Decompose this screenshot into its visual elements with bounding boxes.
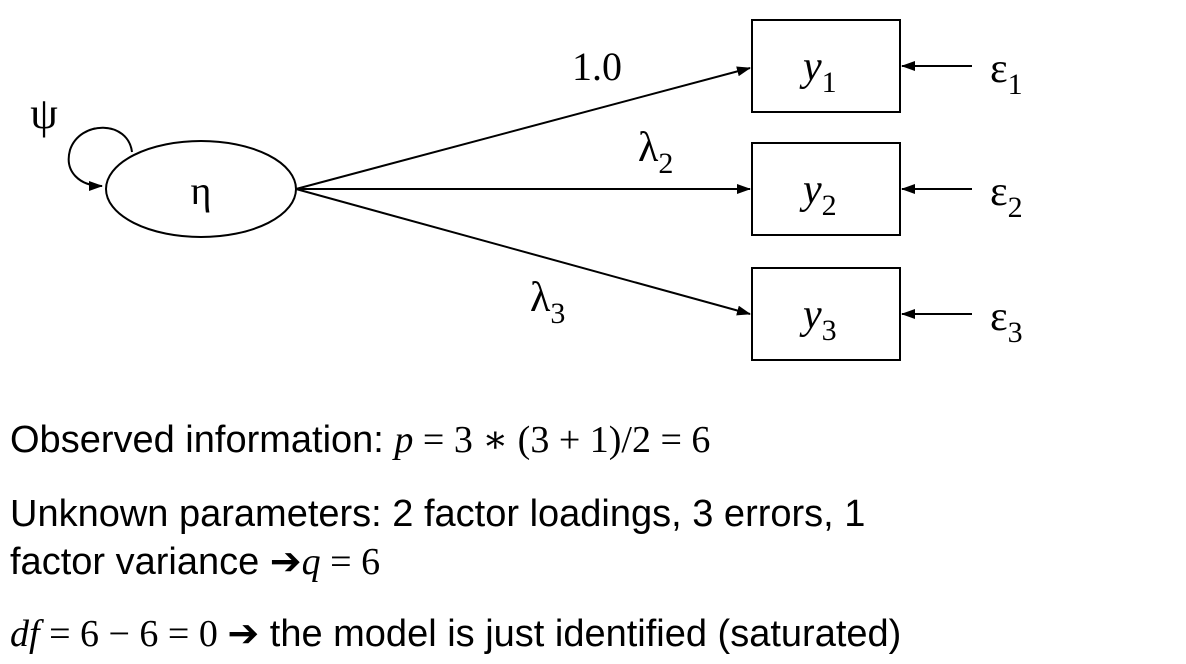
indicator-label-y2: y2 [799, 167, 837, 222]
loading-label-2: λ2 [638, 125, 673, 180]
variance-label: ψ [30, 89, 58, 138]
observed-information-line: Observed information: p = 3 ∗ (3 + 1)/2 … [10, 420, 710, 460]
indicator-box-y1 [751, 19, 901, 113]
loading-label-3: λ3 [530, 275, 565, 330]
indicator-box-y2 [751, 142, 901, 236]
indicator-label-y3: y3 [799, 292, 837, 347]
latent-factor-label: η [191, 168, 212, 213]
error-label-2: ε2 [990, 169, 1023, 224]
indicator-label-y1: y1 [799, 44, 837, 99]
path-diagram: η ψ 1.0 λ2 λ3 y1 y2 y3 ε1 ε2 ε3 [30, 19, 1023, 361]
factor-variance-label: factor variance [10, 541, 270, 583]
observed-information-label: Observed information: [10, 419, 395, 461]
indicator-box-y3 [751, 267, 901, 361]
observed-p-symbol: p [394, 419, 414, 461]
factor-variance-line: factor variance ➔q = 6 [10, 542, 380, 582]
arrow-icon: ➔ [227, 613, 260, 655]
unknown-parameters-line: Unknown parameters: 2 factor loadings, 3… [10, 494, 865, 534]
variance-loop-arrow [67, 126, 133, 191]
loading-label-1: 1.0 [572, 44, 622, 89]
df-formula: = 6 − 6 = 0 [39, 613, 228, 655]
df-conclusion: the model is just identified (saturated) [259, 613, 902, 655]
error-label-1: ε1 [990, 46, 1023, 101]
unknown-q-symbol: q [301, 541, 321, 583]
arrow-icon: ➔ [269, 541, 302, 583]
observed-formula: = 3 ∗ (3 + 1)/2 = 6 [413, 419, 711, 461]
unknown-parameters-text: Unknown parameters: 2 factor loadings, 3… [10, 493, 866, 535]
unknown-formula: = 6 [320, 541, 381, 583]
error-label-3: ε3 [990, 294, 1023, 349]
degrees-of-freedom-line: df = 6 − 6 = 0 ➔ the model is just ident… [10, 614, 901, 654]
df-symbol: df [10, 613, 40, 655]
loading-path-y3 [295, 188, 751, 316]
loading-path-y1 [295, 66, 751, 190]
